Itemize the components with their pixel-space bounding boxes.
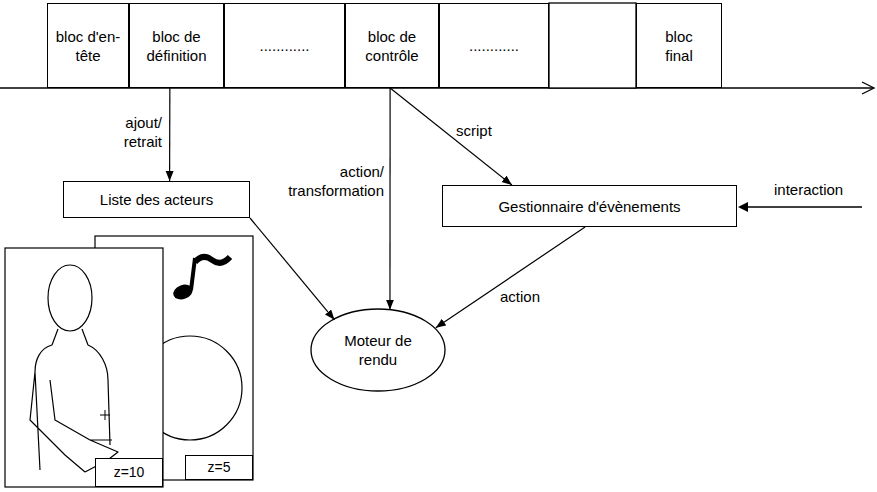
- node-text: z=5: [208, 458, 231, 477]
- interaction-arrow: [748, 206, 862, 207]
- connector-arrow: [169, 88, 170, 181]
- node-text: Moteur de rendu: [336, 331, 420, 369]
- ellipse-shape: [311, 309, 445, 391]
- ellipsis-block: ............: [224, 3, 345, 88]
- depth-tag: z=5: [185, 455, 253, 480]
- edge-label: action: [500, 287, 570, 306]
- node-text: bloc final: [654, 27, 704, 65]
- timeline-arrowhead: [862, 82, 874, 94]
- edge-label: script: [456, 121, 516, 140]
- connector-arrow: [390, 88, 512, 185]
- music-note-flag: [195, 257, 230, 263]
- interaction-arrowhead: [738, 202, 748, 212]
- node-text: ............: [469, 36, 519, 55]
- control-block: bloc de contrôle: [345, 3, 439, 88]
- empty-block: [549, 3, 636, 88]
- header-block: bloc d'en-tête: [47, 3, 129, 88]
- node-text: bloc de définition: [137, 27, 217, 65]
- connector-arrow: [436, 227, 585, 328]
- edge-label: ajout/ retrait: [100, 113, 162, 151]
- definition-block: bloc de définition: [129, 3, 224, 88]
- node-text: ............: [259, 36, 309, 55]
- edge-label: action/ transformation: [252, 162, 384, 200]
- depth-tag: z=10: [95, 458, 163, 487]
- connector-arrow: [250, 218, 334, 320]
- ellipse-outline: [310, 308, 446, 392]
- final-block: bloc final: [636, 3, 722, 88]
- node-text: Gestionnaire d'évènements: [498, 197, 680, 216]
- connector-arrow: [389, 88, 390, 310]
- music-note-stem: [191, 258, 195, 290]
- interaction-label: interaction: [774, 180, 874, 199]
- event-manager-box: Gestionnaire d'évènements: [442, 185, 737, 227]
- node-text: Liste des acteurs: [100, 190, 213, 209]
- character-actor-card: [5, 248, 163, 487]
- figure-head: [48, 265, 92, 331]
- node-text: z=10: [114, 463, 145, 482]
- pivot-mark: [100, 410, 110, 420]
- figure-body: [30, 329, 118, 472]
- node-text: bloc de contrôle: [352, 27, 432, 65]
- actor-list-box: Liste des acteurs: [63, 181, 250, 218]
- node-text: bloc d'en-tête: [55, 27, 121, 65]
- render-engine-ellipse: Moteur de rendu: [310, 308, 446, 392]
- ellipsis-block: ............: [439, 3, 549, 88]
